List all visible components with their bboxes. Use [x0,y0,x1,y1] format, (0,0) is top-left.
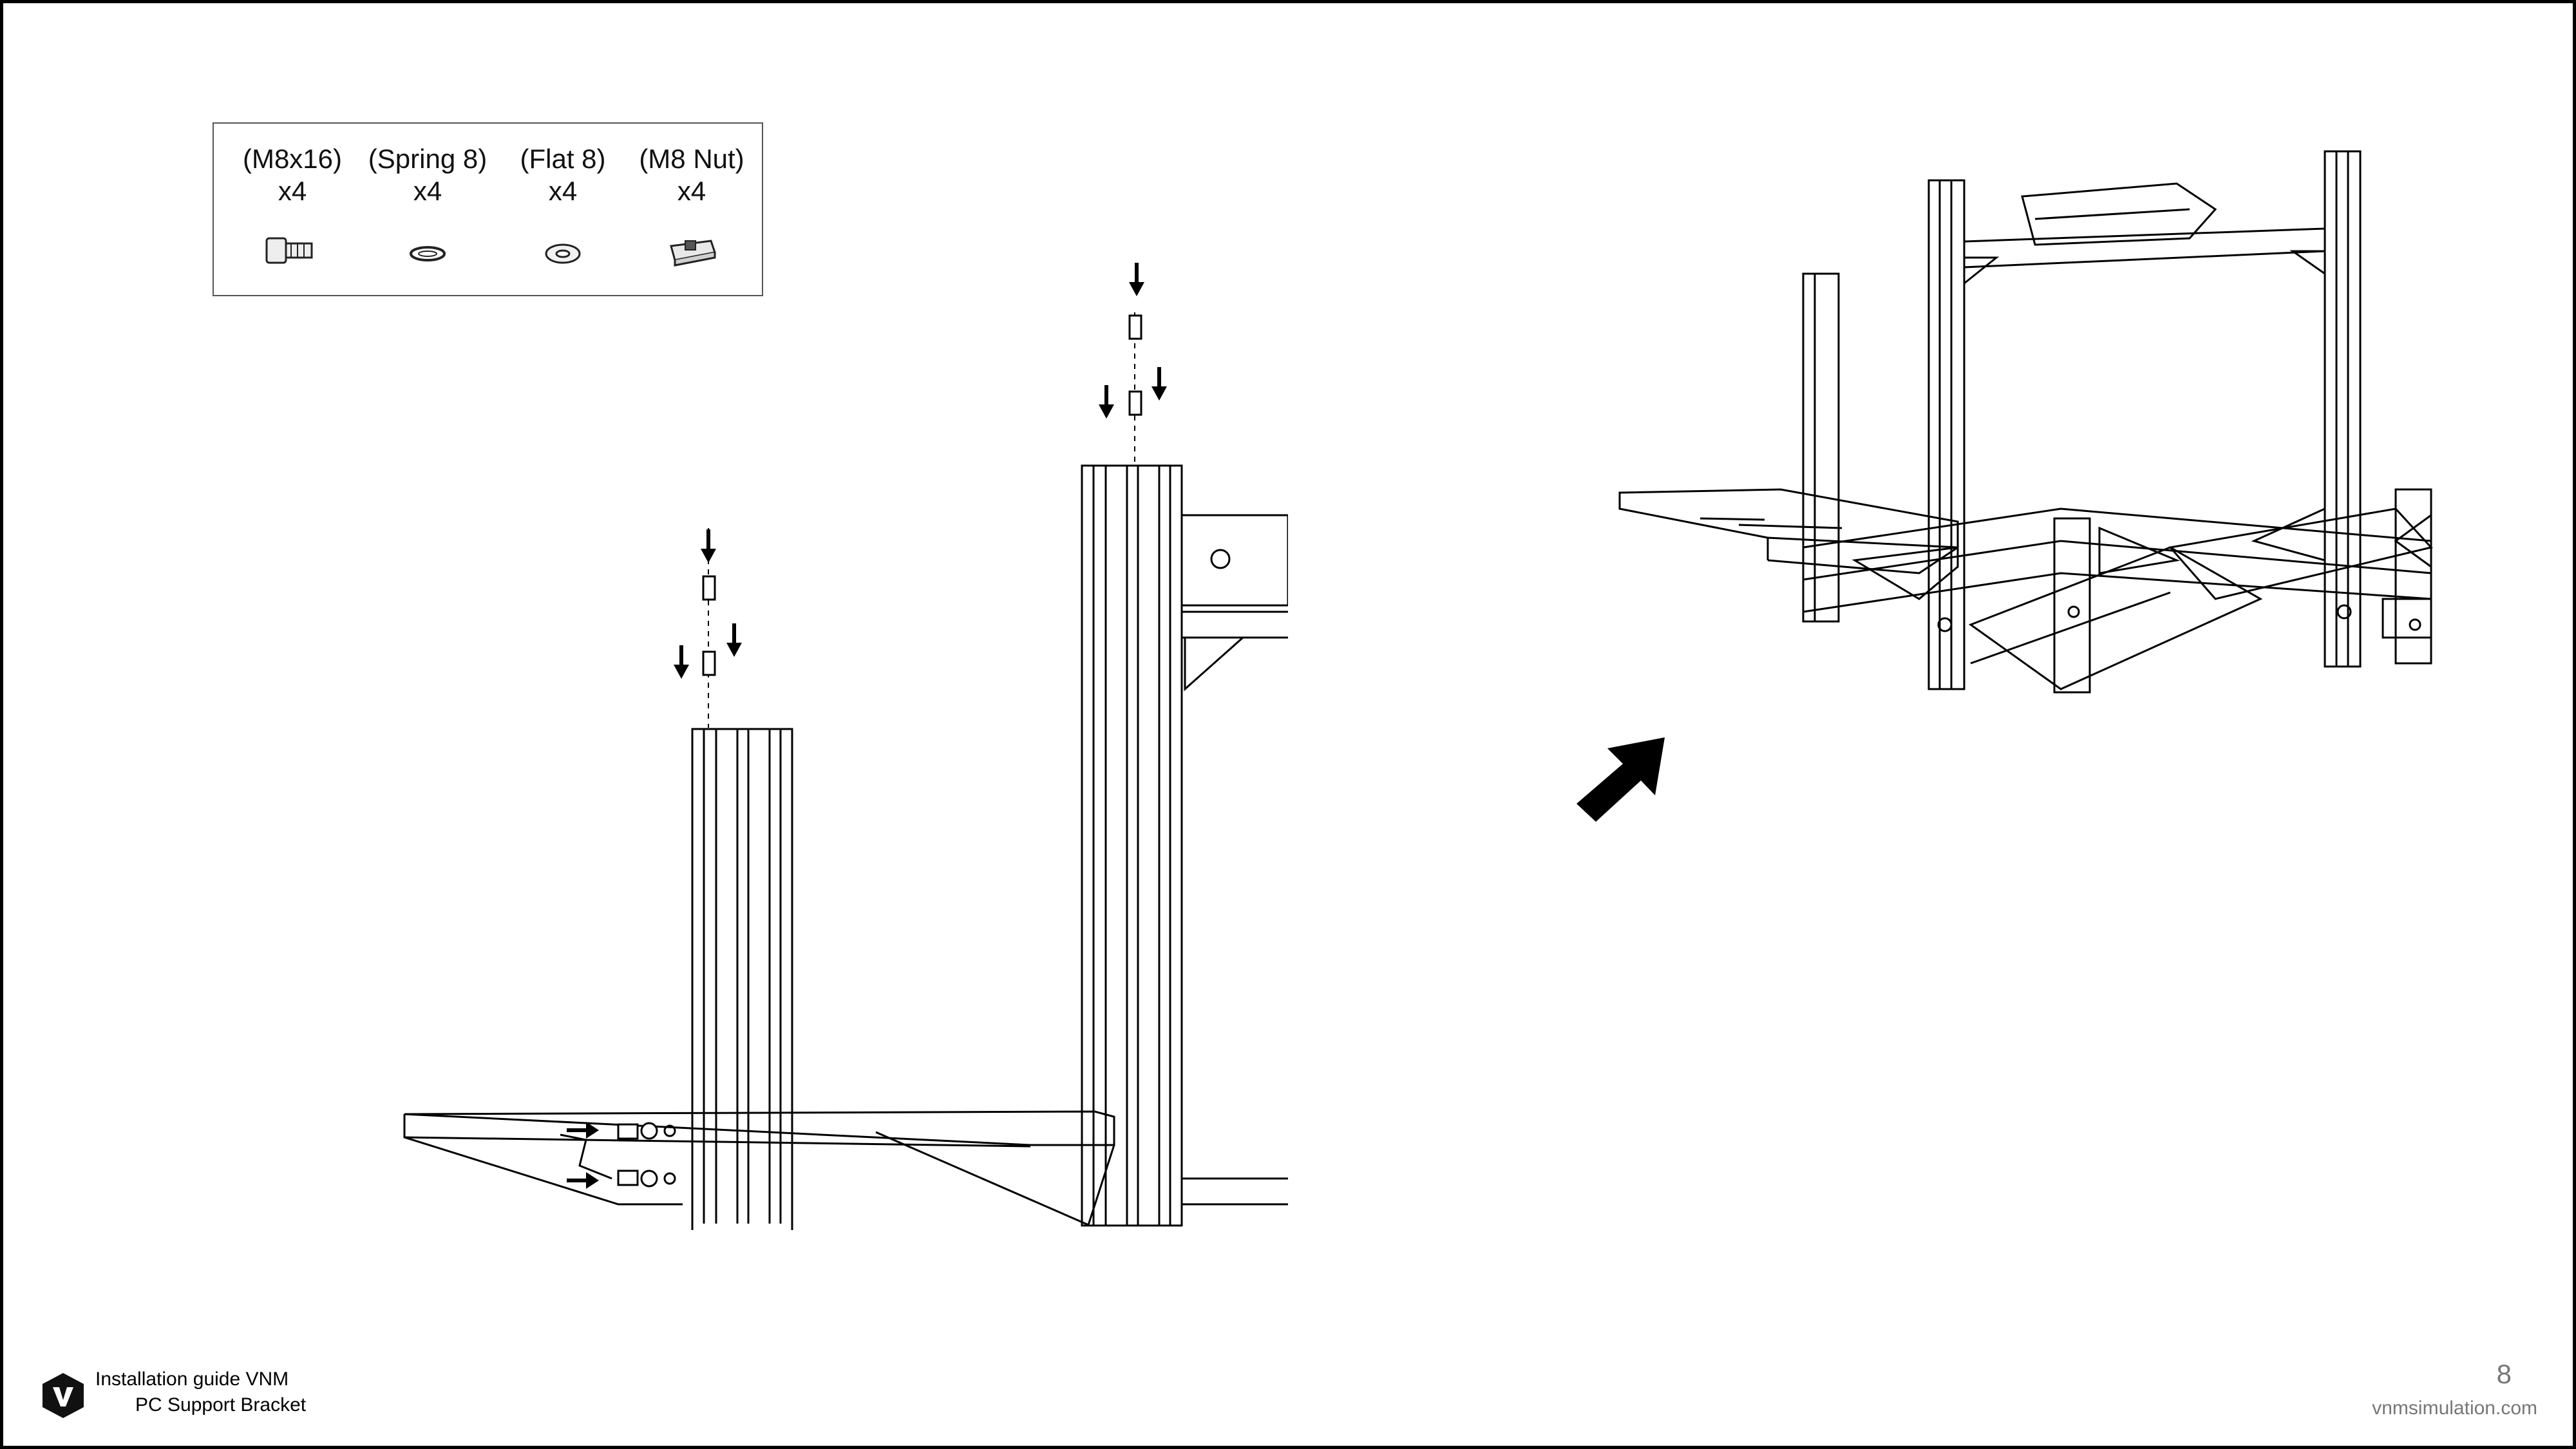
part-quantity: x4 [413,176,442,206]
vnm-logo-icon [43,1373,84,1418]
pc-support-bracket-plate [403,1110,1115,1227]
part-flat-washer: (Flat 8) x4 [492,143,634,264]
website-url: vnmsimulation.com [2372,1397,2537,1419]
part-label: (M8 Nut) [639,144,744,174]
pc-support-bracket-plate [1618,488,1959,600]
short-aluminum-post [691,728,793,1230]
front-uprights [1802,272,2432,694]
part-quantity: x4 [677,176,706,206]
part-spring-washer: (Spring 8) x4 [357,143,498,261]
part-quantity: x4 [548,176,578,206]
bolt-icon [265,237,313,264]
spring-washer-icon [410,246,446,261]
hardware-parts-box: (M8x16) x4 (Spring 8) x4 (Flat 8) x4 (M8… [213,122,763,296]
flat-washer-icon [545,243,581,264]
guide-subtitle: PC Support Bracket [135,1394,307,1416]
pointer-arrow-icon [1577,737,1665,822]
part-label: (Spring 8) [368,144,488,174]
part-quantity: x4 [278,176,307,206]
part-label: (M8x16) [242,144,343,174]
corner-gussets [1937,507,2432,632]
right-arrow-icon [567,1122,599,1189]
t-nut-icon [670,240,716,267]
part-t-nut: (M8 Nut) x4 [621,143,762,267]
left-assembly-diagram [403,263,1288,1230]
part-label: (Flat 8) [520,144,606,174]
guide-title: Installation guide VNM [95,1368,289,1390]
down-arrow-icon [674,263,1167,679]
footer-title: Installation guide VNM PC Support Bracke… [95,1367,327,1418]
page-number: 8 [2496,1359,2512,1389]
part-bolt: (M8x16) x4 [222,143,363,264]
rig-overview-diagram [1618,150,2433,694]
rear-uprights [1927,150,2362,690]
tall-post-fasteners [1128,312,1142,464]
tall-aluminum-post [1081,464,1288,1227]
